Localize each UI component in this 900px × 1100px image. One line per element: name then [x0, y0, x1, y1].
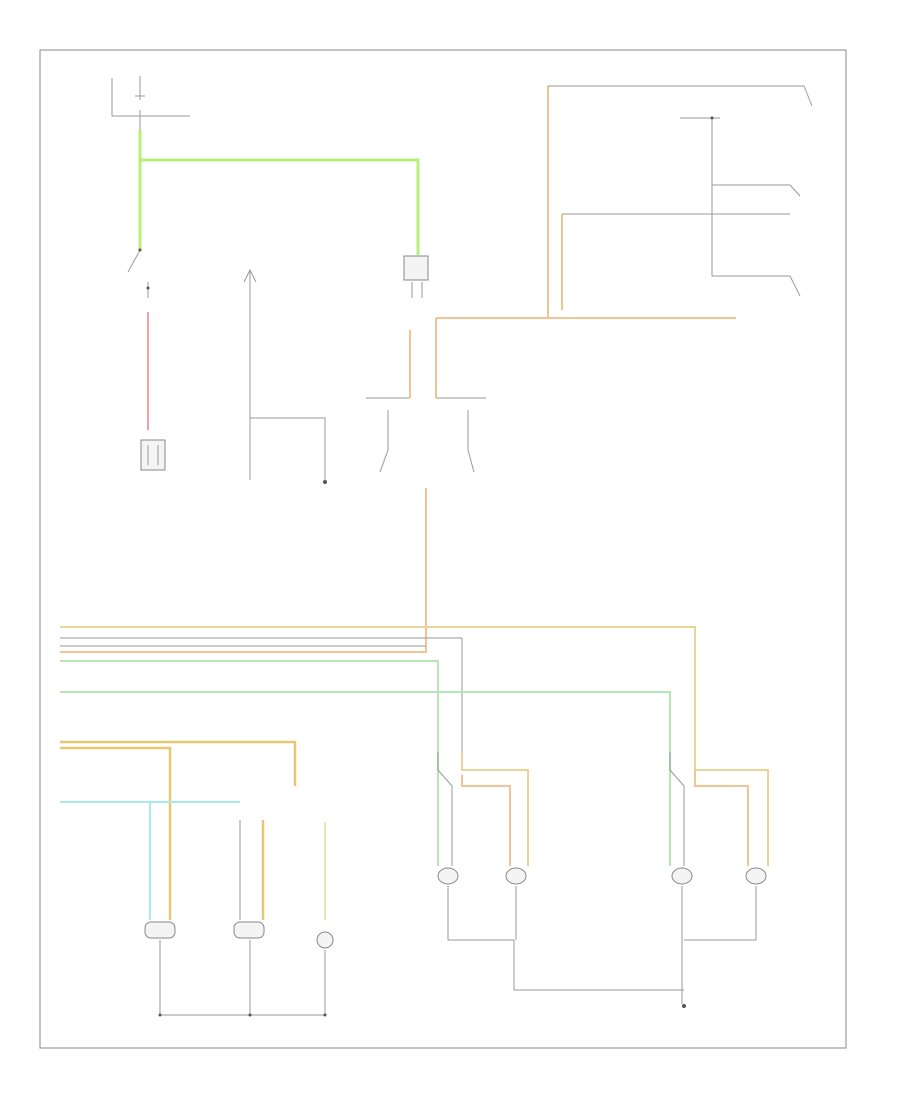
- center-relay: [366, 255, 486, 473]
- wire-orange-center: [60, 317, 736, 653]
- antenna-feed: [243, 268, 327, 484]
- upper-right-switches: [547, 85, 813, 318]
- left-lamp-feeds: [60, 740, 326, 920]
- right-lamp-feeds: [437, 752, 769, 866]
- diagram-frame: [39, 49, 847, 1049]
- lamp-front-2: [233, 921, 265, 939]
- lamp-right-rear-1: [671, 867, 693, 885]
- lamp-front-1: [144, 921, 176, 939]
- lamp-left-rear-1: [437, 867, 459, 885]
- lamp-left-rear-2: [505, 867, 527, 885]
- fuse-panel-feed: [111, 76, 190, 130]
- left-connector-block: [140, 439, 166, 471]
- bus-lines: [60, 626, 696, 866]
- wire-green-main: [138, 130, 420, 255]
- left-ground-wiring: [158, 940, 327, 1017]
- headlamp-switch: [127, 248, 150, 298]
- lamp-right-rear-2: [745, 867, 767, 885]
- lamp-front-3: [316, 931, 334, 949]
- right-ground-wiring: [447, 886, 757, 1008]
